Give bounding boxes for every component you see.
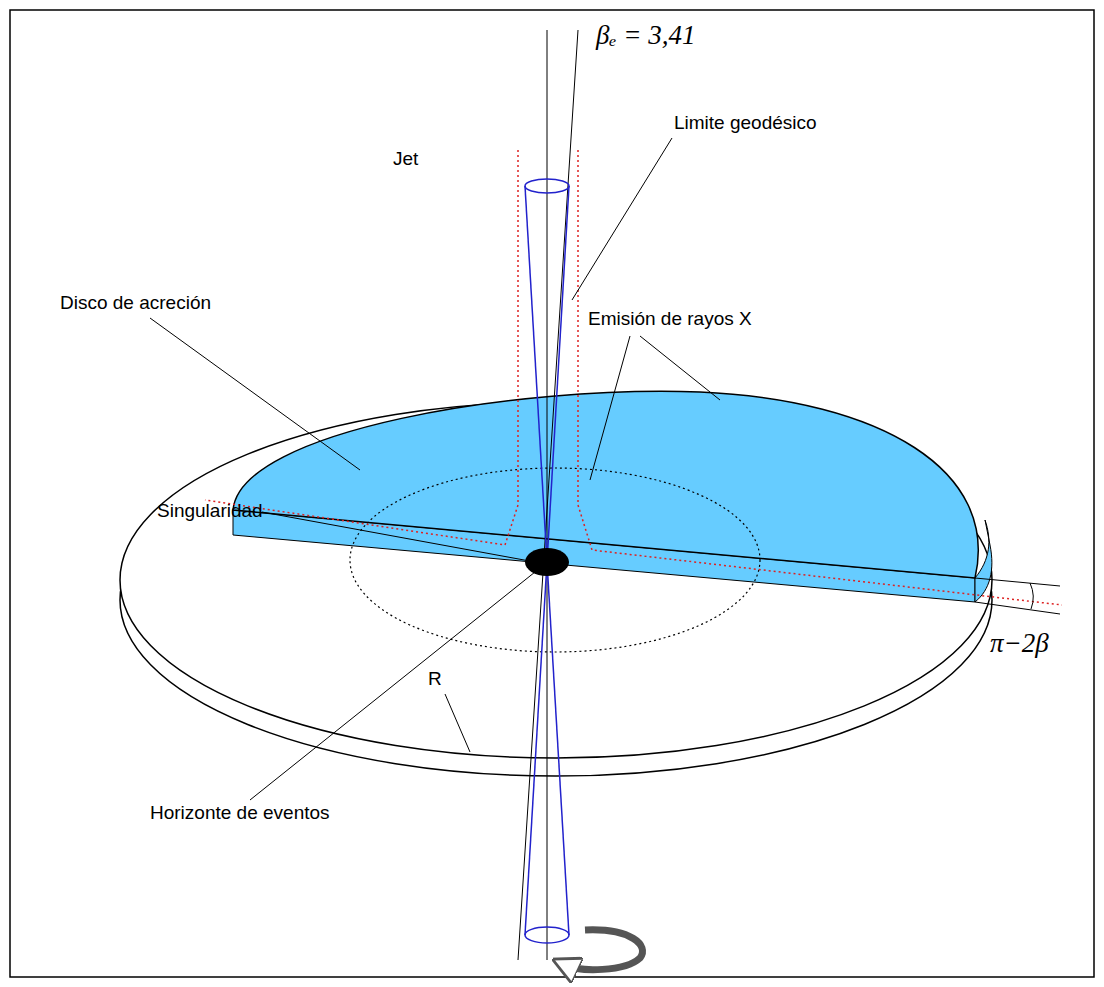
frame bbox=[10, 10, 1094, 977]
rotation-arrow bbox=[565, 930, 643, 970]
jet-bottom bbox=[525, 927, 569, 943]
disk-label: Disco de acreción bbox=[60, 292, 211, 314]
jet-label: Jet bbox=[393, 148, 418, 170]
horizon-label: Horizonte de eventos bbox=[150, 802, 330, 824]
angle-label: π−2β bbox=[990, 628, 1049, 659]
accretion-disk bbox=[233, 391, 978, 578]
beta-value: βₑ = 3,41 bbox=[596, 20, 696, 51]
xray-label: Emisión de rayos X bbox=[588, 308, 752, 330]
tilted-axis bbox=[518, 30, 578, 960]
rotation-axis bbox=[547, 30, 548, 960]
geodesic-limit bbox=[578, 150, 1062, 605]
leader-line bbox=[572, 138, 672, 300]
leader-line bbox=[150, 318, 360, 470]
leader-line bbox=[250, 568, 540, 800]
geodesic-limit bbox=[205, 150, 518, 545]
singularity-label: Singularidad bbox=[157, 500, 263, 522]
leader-line bbox=[590, 336, 630, 480]
leader-line bbox=[640, 336, 720, 400]
leader-line bbox=[445, 694, 470, 752]
radius-label: R bbox=[428, 668, 442, 690]
leader-line bbox=[262, 512, 535, 562]
geodesic-label: Limite geodésico bbox=[674, 112, 817, 134]
angle-arc bbox=[1030, 583, 1033, 609]
inner-orbit bbox=[350, 468, 760, 652]
jet-top bbox=[525, 179, 569, 193]
singularity bbox=[525, 548, 569, 576]
